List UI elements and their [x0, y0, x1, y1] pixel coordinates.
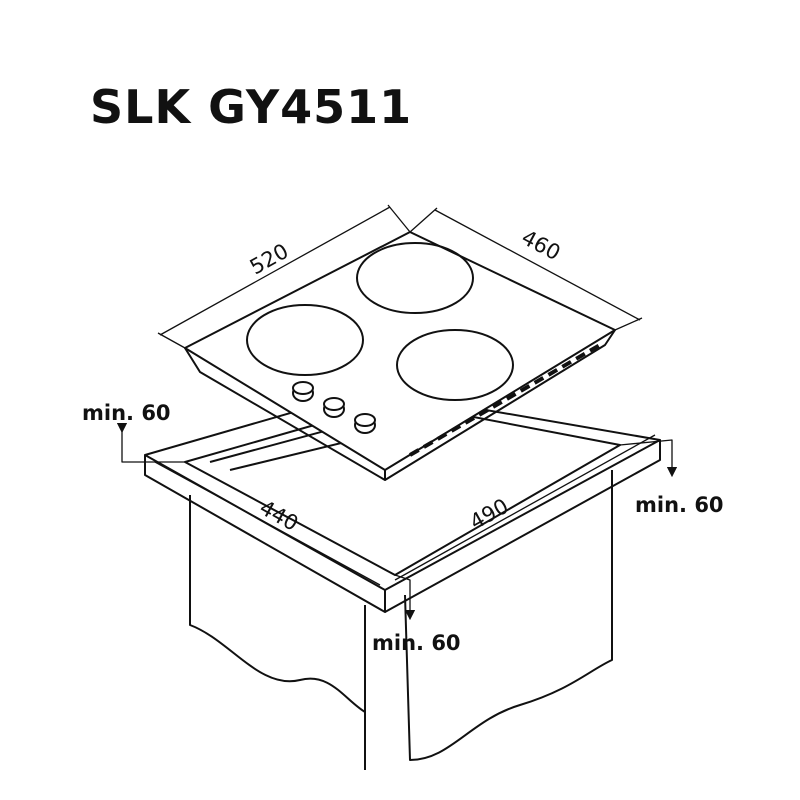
- dimension-lines: [116, 204, 678, 621]
- dim-hob-width: 520: [246, 239, 293, 279]
- control-knobs: [292, 381, 376, 434]
- clearance-left: min. 60: [82, 401, 171, 425]
- dim-hob-depth: 460: [518, 225, 565, 265]
- burner: [396, 329, 514, 401]
- burner: [356, 242, 474, 314]
- cabinet: [189, 470, 613, 770]
- burner: [246, 304, 364, 376]
- clearance-front: min. 60: [372, 631, 461, 655]
- clearance-right: min. 60: [635, 493, 724, 517]
- model-title: SLK GY4511: [90, 80, 413, 134]
